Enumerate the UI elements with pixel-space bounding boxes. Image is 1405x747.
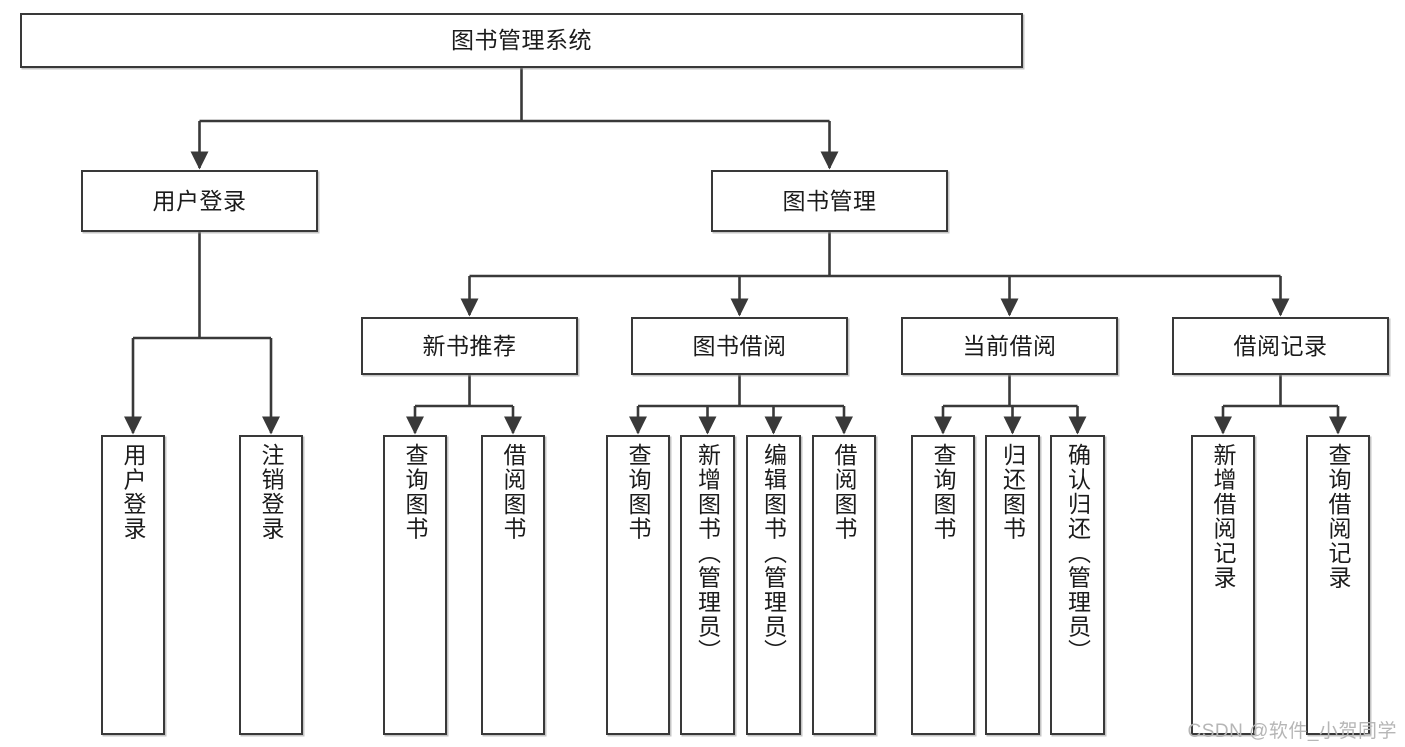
node-leaf-query-book-new[interactable]: 查询图书 [383, 435, 447, 735]
node-leaf-add-borrow-record[interactable]: 新增借阅记录 [1191, 435, 1255, 735]
node-label-leaf-return-book: 归还图书 [999, 443, 1026, 541]
node-book-management[interactable]: 图书管理 [711, 170, 948, 232]
node-label-leaf-query-borrow-record: 查询借阅记录 [1325, 443, 1352, 590]
node-label-leaf-query-book-current: 查询图书 [930, 443, 957, 541]
node-label-leaf-edit-book-admin: 编辑图书（管理员） [760, 443, 787, 664]
node-borrow-record[interactable]: 借阅记录 [1172, 317, 1389, 375]
node-label-leaf-confirm-return-admin: 确认归还（管理员） [1064, 443, 1091, 664]
node-label-leaf-borrow-book-new: 借阅图书 [500, 443, 527, 541]
node-root[interactable]: 图书管理系统 [20, 13, 1023, 68]
node-label-new-book-recommend: 新书推荐 [422, 332, 517, 359]
node-leaf-user-login[interactable]: 用户登录 [101, 435, 165, 735]
node-label-user-login: 用户登录 [152, 187, 247, 214]
node-leaf-return-book[interactable]: 归还图书 [985, 435, 1040, 735]
node-leaf-query-book-current[interactable]: 查询图书 [911, 435, 975, 735]
node-leaf-borrow-book[interactable]: 借阅图书 [812, 435, 876, 735]
node-label-leaf-user-login: 用户登录 [120, 443, 147, 541]
node-leaf-confirm-return-admin[interactable]: 确认归还（管理员） [1050, 435, 1105, 735]
node-label-leaf-add-borrow-record: 新增借阅记录 [1210, 443, 1237, 590]
node-label-root: 图书管理系统 [451, 27, 592, 53]
node-user-login[interactable]: 用户登录 [81, 170, 318, 232]
node-label-book-borrow: 图书借阅 [692, 332, 787, 359]
node-label-borrow-record: 借阅记录 [1233, 332, 1328, 359]
node-leaf-logout-login[interactable]: 注销登录 [239, 435, 303, 735]
node-leaf-query-book-borrow[interactable]: 查询图书 [606, 435, 670, 735]
node-leaf-query-borrow-record[interactable]: 查询借阅记录 [1306, 435, 1370, 735]
node-leaf-borrow-book-new[interactable]: 借阅图书 [481, 435, 545, 735]
node-new-book-recommend[interactable]: 新书推荐 [361, 317, 578, 375]
node-label-leaf-add-book-admin: 新增图书（管理员） [694, 443, 721, 664]
node-leaf-add-book-admin[interactable]: 新增图书（管理员） [680, 435, 735, 735]
node-label-book-management: 图书管理 [782, 187, 877, 214]
node-book-borrow[interactable]: 图书借阅 [631, 317, 848, 375]
node-label-leaf-query-book-borrow: 查询图书 [625, 443, 652, 541]
watermark-text: CSDN @软件_小贺同学 [1187, 721, 1397, 742]
node-label-leaf-query-book-new: 查询图书 [402, 443, 429, 541]
node-current-borrow[interactable]: 当前借阅 [901, 317, 1118, 375]
node-label-current-borrow: 当前借阅 [962, 332, 1057, 359]
node-label-leaf-borrow-book: 借阅图书 [831, 443, 858, 541]
node-label-leaf-logout-login: 注销登录 [258, 443, 285, 541]
node-leaf-edit-book-admin[interactable]: 编辑图书（管理员） [746, 435, 801, 735]
